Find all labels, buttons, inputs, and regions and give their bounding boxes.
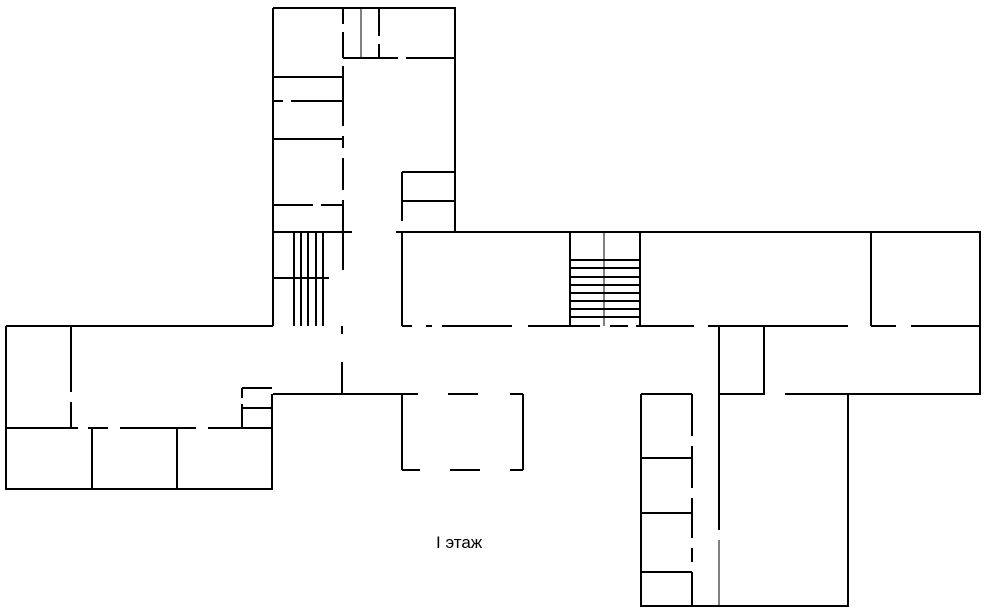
east-wing [401,231,981,395]
southeast-wing [640,393,849,607]
floor-label: I этаж [436,533,483,552]
west-wing [5,325,273,490]
staircase-east [569,232,641,326]
north-wing [272,7,456,326]
staircase-west [293,232,324,326]
south-room [401,394,524,471]
central-corridor [273,326,523,395]
